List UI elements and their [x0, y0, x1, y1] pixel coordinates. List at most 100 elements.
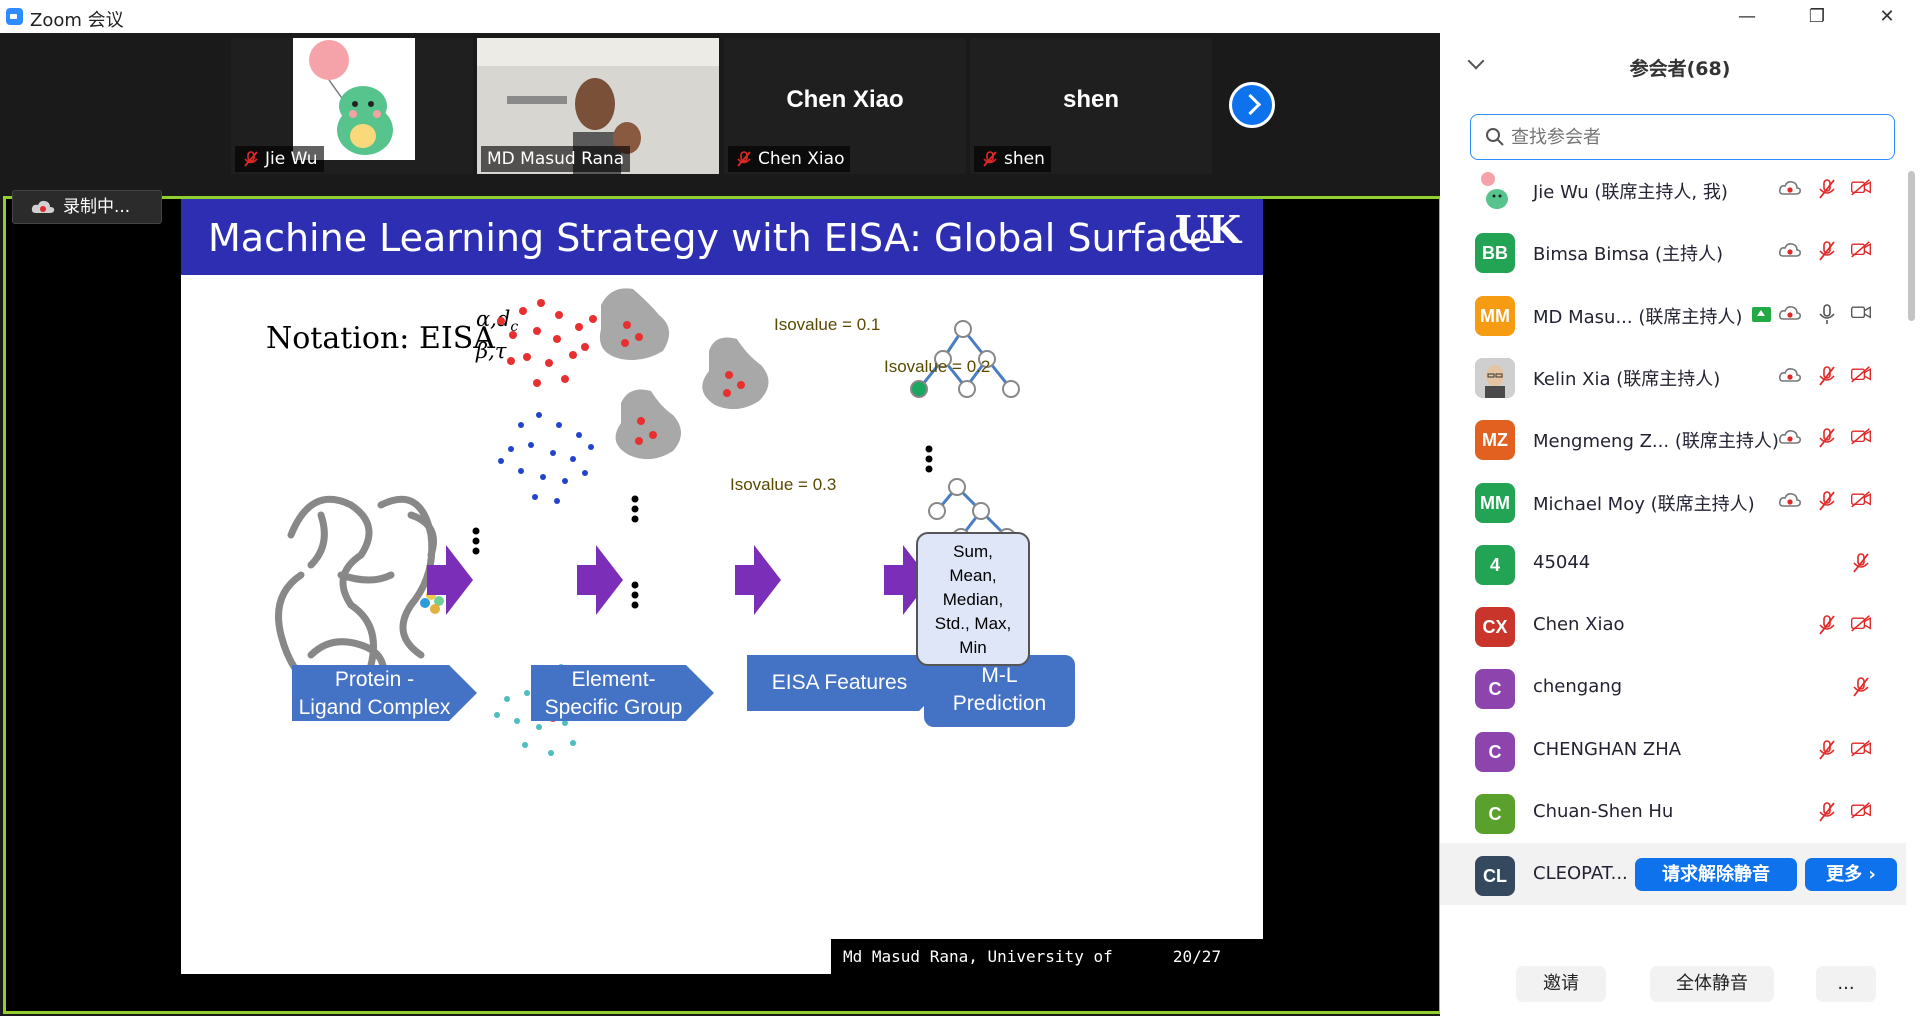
participant-search[interactable]: [1470, 114, 1895, 160]
search-input[interactable]: [1511, 124, 1881, 150]
mute-all-button[interactable]: 全体静音: [1650, 966, 1774, 1002]
mic-icon[interactable]: [1816, 303, 1838, 325]
avatar: MM: [1475, 295, 1515, 336]
participant-row[interactable]: CL CLEOPAT... 请求解除静音更多 ›: [1440, 843, 1906, 906]
camera-off-icon[interactable]: [1850, 739, 1872, 761]
video-tile-jie-wu[interactable]: Jie Wu: [231, 38, 473, 174]
avatar: CL: [1475, 856, 1515, 897]
scrollbar-thumb[interactable]: [1908, 171, 1915, 321]
participant-row[interactable]: C Chuan-Shen Hu: [1440, 781, 1906, 843]
stat-median: Median,: [942, 590, 1004, 609]
camera-off-icon[interactable]: [1850, 365, 1872, 387]
flow-label-prediction: M-L Prediction: [952, 664, 1047, 715]
close-button[interactable]: ✕: [1879, 6, 1895, 27]
tile-name-label: Chen Xiao: [728, 146, 851, 172]
muted-mic-icon[interactable]: [1850, 676, 1872, 698]
recording-permission-icon[interactable]: [1779, 178, 1801, 200]
isosurface-blobs: [599, 288, 769, 460]
recording-permission-icon[interactable]: [1779, 490, 1801, 512]
camera-off-icon[interactable]: [1850, 178, 1872, 200]
video-tile-shen[interactable]: shen shen: [970, 38, 1212, 174]
minimize-button[interactable]: —: [1738, 6, 1756, 27]
participant-name: Kelin Xia (联席主持人): [1533, 368, 1721, 390]
flow-label-features: EISA Features: [771, 671, 908, 694]
footer-page-number: 20/27: [1131, 939, 1263, 974]
camera-off-icon[interactable]: [1850, 427, 1872, 449]
invite-button[interactable]: 邀请: [1516, 966, 1606, 1002]
participant-name: Michael Moy (联席主持人): [1533, 493, 1755, 515]
slide-footer: Md Masud Rana, University of Kentucky 20…: [181, 939, 1263, 974]
point-cloud-blue: [498, 412, 594, 504]
participant-name: chengang: [1533, 676, 1623, 698]
video-tile-chen-xiao[interactable]: Chen Xiao Chen Xiao: [724, 38, 966, 174]
more-button[interactable]: 更多 ›: [1805, 858, 1897, 892]
muted-mic-icon[interactable]: [1816, 365, 1838, 387]
title-bar: Zoom 会议 — ❐ ✕: [0, 0, 1920, 33]
university-logo: UK: [1174, 207, 1241, 252]
slide-header: Machine Learning Strategy with EISA: Glo…: [181, 199, 1263, 275]
camera-off-icon[interactable]: [1850, 801, 1872, 823]
restore-button[interactable]: ❐: [1808, 6, 1826, 27]
muted-mic-icon[interactable]: [1850, 552, 1872, 574]
avatar: MM: [1475, 482, 1515, 523]
vertical-dots: [472, 445, 933, 609]
participant-name: 45044: [1533, 551, 1591, 573]
avatar: [1475, 171, 1515, 211]
camera-icon[interactable]: [1850, 303, 1872, 325]
notation-superscript: α,dc: [476, 307, 519, 336]
muted-mic-icon[interactable]: [1816, 614, 1838, 636]
stat-mean: Mean,: [949, 566, 997, 585]
participant-name: Chuan-Shen Hu: [1533, 801, 1674, 822]
muted-mic-icon: [737, 151, 751, 167]
pipeline-diagram: [275, 288, 1075, 756]
participants-title: 参会者(68): [1629, 58, 1731, 80]
muted-mic-icon[interactable]: [1816, 739, 1838, 761]
muted-mic-icon[interactable]: [1816, 427, 1838, 449]
recording-permission-icon[interactable]: [1779, 240, 1801, 262]
search-icon: [1486, 128, 1504, 146]
muted-mic-icon[interactable]: [1816, 801, 1838, 823]
camera-off-icon[interactable]: [1850, 240, 1872, 262]
muted-mic-icon[interactable]: [1816, 240, 1838, 262]
notation-prefix: Notation:: [266, 321, 410, 356]
avatar-initials: MM: [1480, 305, 1510, 326]
video-tile-md-masud-rana[interactable]: MD Masud Rana: [477, 38, 719, 174]
stat-std-max: Std., Max,: [934, 614, 1012, 633]
more-options-button[interactable]: ...: [1816, 966, 1876, 1002]
statistics-box: Sum, Mean, Median, Std., Max, Min: [916, 532, 1030, 666]
recording-permission-icon[interactable]: [1779, 365, 1801, 387]
avatar: MZ: [1475, 420, 1515, 461]
request-unmute-button[interactable]: 请求解除静音: [1635, 858, 1797, 892]
muted-mic-icon[interactable]: [1816, 178, 1838, 200]
recording-permission-icon[interactable]: [1779, 303, 1801, 325]
avatar-initials: BB: [1482, 243, 1508, 264]
flow-arrows: [427, 545, 930, 615]
recording-permission-icon[interactable]: [1779, 427, 1801, 449]
camera-off-icon[interactable]: [1850, 614, 1872, 636]
participant-row[interactable]: Jie Wu (联席主持人, 我): [1440, 158, 1906, 220]
avatar: CX: [1475, 607, 1515, 648]
avatar: C: [1475, 794, 1515, 834]
notation-subscript: β,τ: [476, 339, 507, 363]
muted-mic-icon[interactable]: [1816, 490, 1838, 512]
panel-footer: 邀请 全体静音 ...: [1440, 948, 1920, 1016]
avatar-initials: C: [1488, 679, 1502, 700]
point-cloud-red: [497, 299, 597, 387]
participant-name: CLEOPAT...: [1533, 863, 1628, 885]
participant-row[interactable]: Kelin Xia (联席主持人): [1440, 345, 1906, 407]
tile-big-name: Chen Xiao: [786, 86, 904, 113]
tile-name: Jie Wu: [265, 149, 318, 169]
slide-title: Machine Learning Strategy with EISA: Glo…: [208, 216, 1213, 260]
next-page-arrow-icon[interactable]: [1229, 82, 1275, 128]
participant-row[interactable]: MM Michael Moy (联席主持人): [1440, 470, 1906, 532]
tile-name-label: Jie Wu: [235, 146, 324, 172]
camera-off-icon[interactable]: [1850, 490, 1872, 512]
recording-indicator[interactable]: 录制中...: [12, 190, 162, 224]
